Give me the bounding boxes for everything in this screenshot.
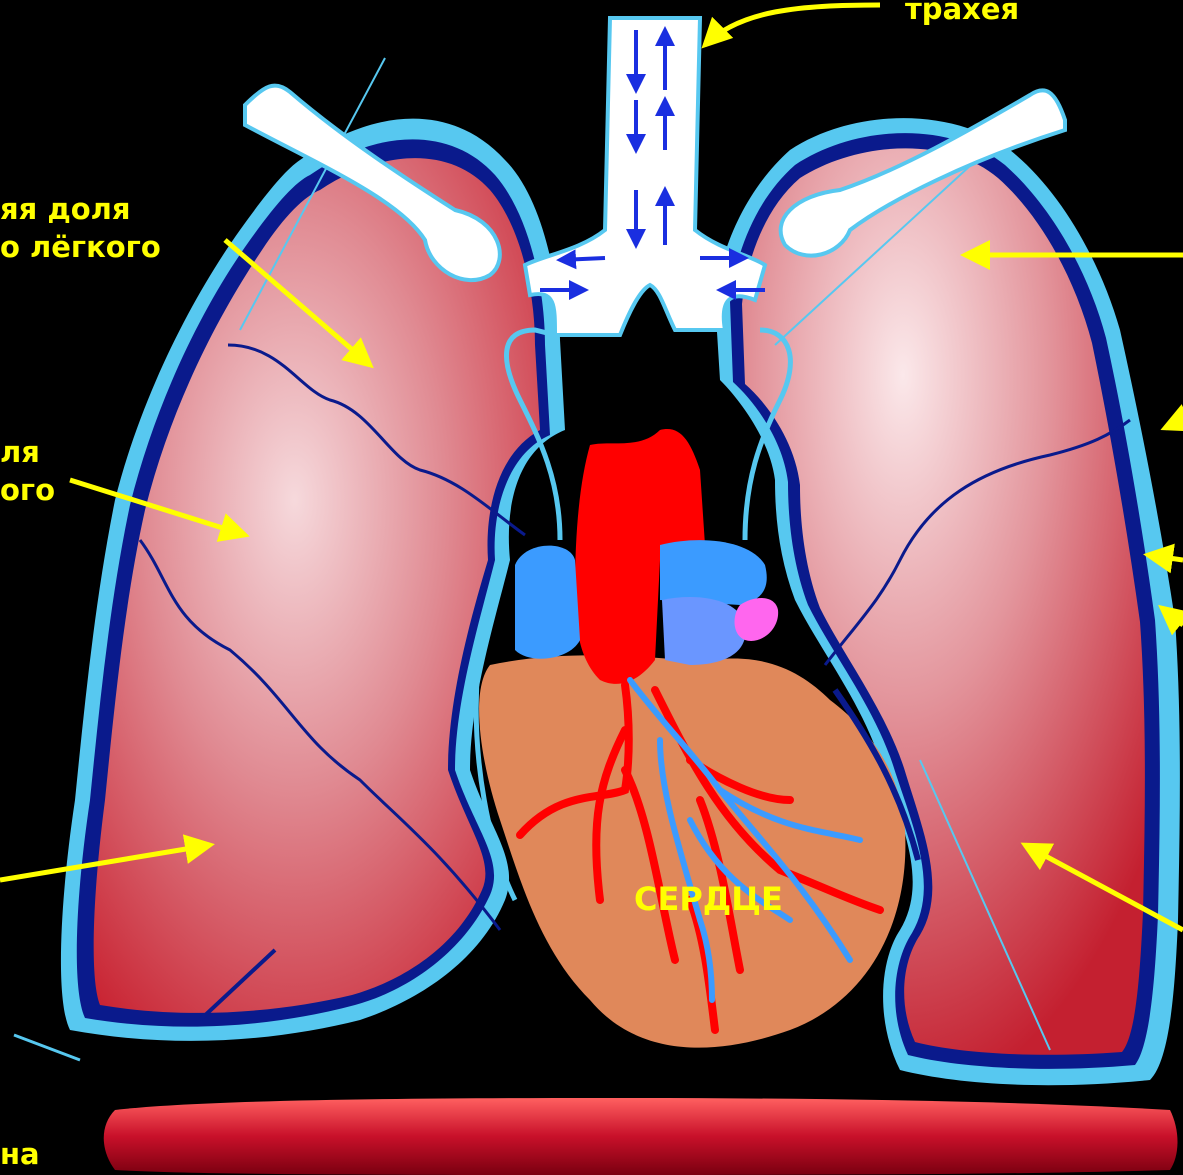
pulmonary-artery <box>662 597 746 665</box>
upper-lobe-label: яя доля о лёгкого <box>0 190 161 266</box>
middle-lobe-label: ля ого <box>0 433 55 509</box>
heart-label: СЕРДЦЕ <box>634 880 783 918</box>
left-atrium <box>735 598 779 641</box>
diaphragm <box>104 1098 1178 1175</box>
vena-cava <box>515 546 580 659</box>
left-lung-body <box>94 158 540 1013</box>
trachea-label: трахея <box>905 0 1019 28</box>
pulmonary-vein <box>660 540 767 605</box>
bottom-left-label: на <box>0 1135 40 1173</box>
